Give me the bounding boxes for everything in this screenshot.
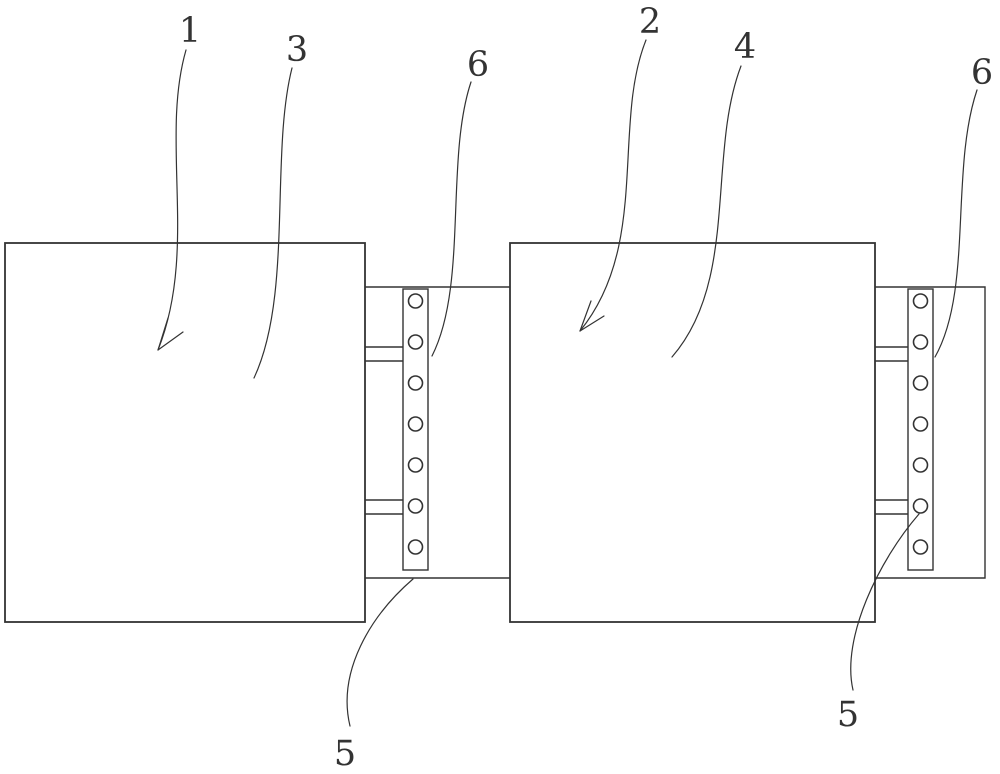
bolt-hole xyxy=(912,375,929,391)
leader-line-ref2 xyxy=(579,39,647,332)
leader-line-ref5b xyxy=(850,513,920,691)
middle-plate xyxy=(365,286,510,579)
ref-label-1: 1 xyxy=(179,11,201,51)
bolt-hole xyxy=(912,416,929,432)
ref-label-6-left: 6 xyxy=(467,45,489,85)
arrowhead-ref1 xyxy=(157,317,184,351)
bolt-hole xyxy=(407,416,424,432)
bolt-hole xyxy=(407,457,424,473)
leader-line-ref5a xyxy=(346,578,414,727)
left-block xyxy=(4,242,366,623)
left-bolt-strip xyxy=(402,288,429,571)
right-connector-tabs xyxy=(875,346,908,515)
right-bolt-strip-bar xyxy=(907,288,934,571)
ref-label-2: 2 xyxy=(639,2,661,42)
leader-line-ref6b xyxy=(934,89,978,358)
bolt-hole xyxy=(407,293,424,309)
bolt-hole xyxy=(407,539,424,555)
bolt-hole xyxy=(407,498,424,514)
right-block xyxy=(509,242,876,623)
leader-line-ref3 xyxy=(253,67,293,379)
ref-label-5-right: 5 xyxy=(837,695,859,735)
ref-label-6-right: 6 xyxy=(971,53,993,93)
leader-line-ref4 xyxy=(671,65,742,358)
bolt-hole xyxy=(912,539,929,555)
bolt-hole xyxy=(912,457,929,473)
arrowhead-ref2 xyxy=(579,300,605,332)
ref-label-4: 4 xyxy=(734,27,756,67)
left-connector-tabs xyxy=(365,346,403,515)
bolt-hole xyxy=(912,498,929,514)
right-plate xyxy=(875,286,986,579)
leader-line-ref6a xyxy=(431,81,472,357)
bolt-hole xyxy=(407,375,424,391)
bolt-hole xyxy=(407,334,424,350)
ref-label-5-left: 5 xyxy=(334,734,356,774)
bolt-hole xyxy=(912,334,929,350)
left-bolt-strip-bar xyxy=(402,288,429,571)
leader-line-ref1 xyxy=(157,49,187,351)
bolt-hole xyxy=(912,293,929,309)
right-bolt-strip xyxy=(907,288,934,571)
ref-label-3: 3 xyxy=(286,30,308,70)
